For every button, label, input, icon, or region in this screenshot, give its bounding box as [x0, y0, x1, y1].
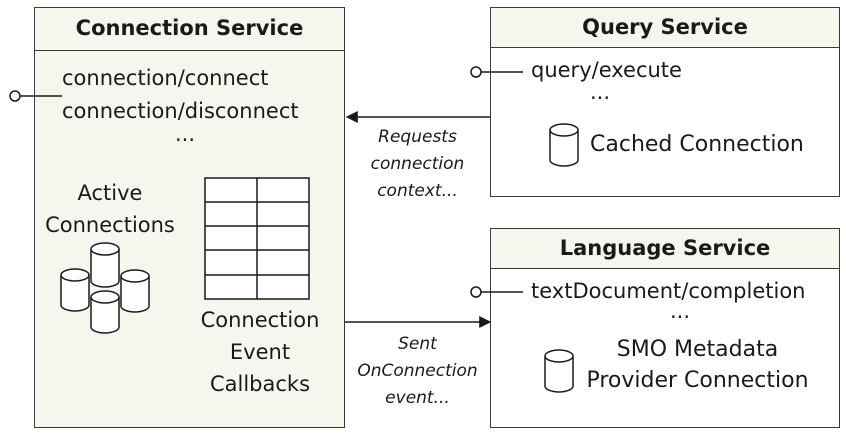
smo-label-line2: Provider Connection: [586, 368, 809, 393]
requests-label-line1: Requests: [378, 127, 457, 147]
database-icon: [90, 290, 120, 334]
sent-label-line2: OnConnection: [357, 361, 478, 381]
endpoint-connect: connection/connect: [62, 66, 269, 90]
connection-ellipsis: ...: [175, 122, 196, 146]
requests-label-line3: context...: [377, 181, 458, 201]
query-endpoint-connector: [470, 66, 523, 78]
query-ellipsis: ...: [590, 80, 611, 104]
query-service-box: Query Service: [490, 7, 840, 197]
callbacks-label-line3: Callbacks: [209, 372, 311, 396]
database-icon: [60, 268, 90, 312]
cached-connection-database-icon: [549, 123, 579, 167]
cached-connection-label: Cached Connection: [590, 132, 804, 157]
callbacks-label-line1: Connection: [200, 308, 320, 332]
sent-label: Sent OnConnection event...: [350, 331, 485, 412]
language-service-box: Language Service: [490, 228, 840, 428]
endpoint-text-completion: textDocument/completion: [531, 279, 806, 303]
connection-service-title: Connection Service: [35, 8, 344, 51]
sent-label-line1: Sent: [398, 334, 437, 354]
endpoint-query-execute: query/execute: [531, 58, 682, 82]
callbacks-table-icon: [204, 177, 310, 300]
language-service-title: Language Service: [491, 229, 839, 269]
active-connections-label-line2: Connections: [45, 213, 175, 237]
language-endpoint-connector: [470, 286, 523, 298]
query-service-title: Query Service: [491, 8, 839, 48]
callbacks-label-line2: Event: [229, 340, 291, 364]
smo-label-line1: SMO Metadata: [616, 337, 779, 362]
sent-label-line3: event...: [385, 388, 450, 408]
language-ellipsis: ...: [670, 299, 691, 323]
active-connections-label-line1: Active: [77, 181, 143, 205]
database-icon: [90, 242, 120, 288]
requests-label-line2: connection: [370, 154, 465, 174]
database-icon: [120, 269, 150, 313]
endpoint-disconnect: connection/disconnect: [62, 99, 299, 123]
smo-connection-database-icon: [544, 349, 574, 393]
requests-label: Requests connection context...: [350, 124, 485, 205]
connection-endpoint-connector: [9, 90, 62, 102]
